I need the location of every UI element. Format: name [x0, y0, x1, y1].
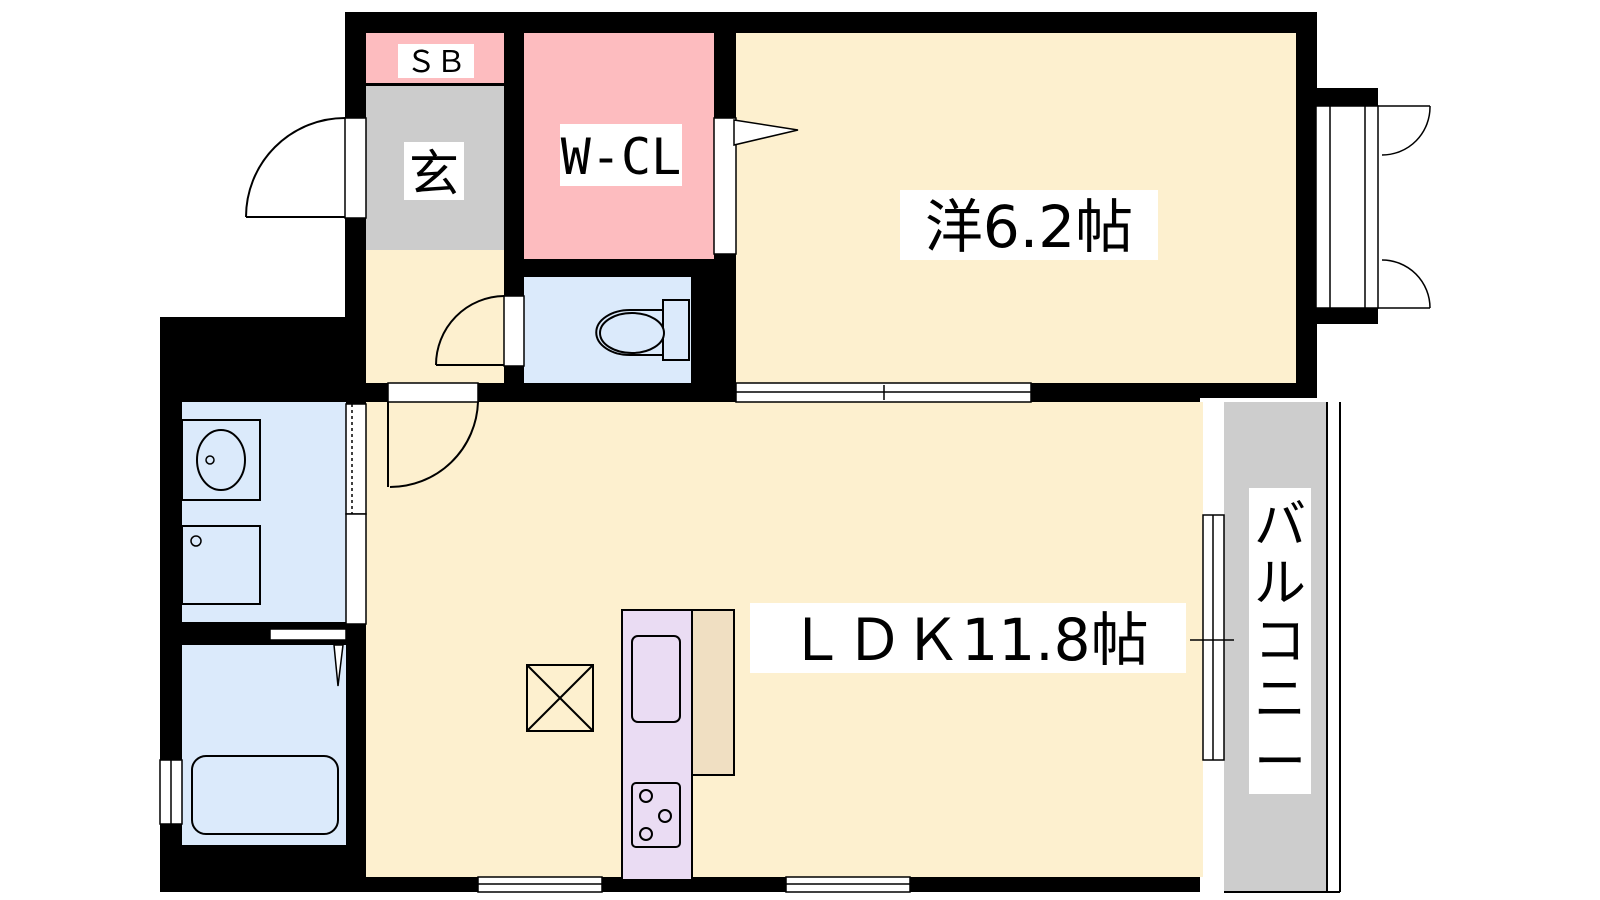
fridge-space: [526, 664, 594, 732]
kitchen-counter: [621, 609, 735, 881]
bathroom: [182, 645, 346, 845]
label-balcony-5: ー: [1254, 733, 1306, 793]
closet-door: [713, 117, 799, 255]
toilet: [595, 299, 690, 361]
label-balcony-1: バ: [1254, 496, 1306, 556]
label-balcony-3: コ: [1254, 612, 1306, 672]
label-genkan: 玄: [409, 145, 459, 203]
washroom: [182, 402, 346, 622]
stove: [631, 782, 681, 848]
label-balcony-2: ル: [1254, 554, 1306, 614]
ldk-door: [387, 382, 479, 488]
label-wcl: W-CL: [561, 128, 681, 186]
labels: ＳＢ 玄 W-CL 洋6.2帖 ＬＤＫ11.8帖 バ ル コ ニ ー: [398, 44, 1311, 794]
washing-machine-space: [181, 525, 261, 605]
label-western: 洋6.2帖: [925, 193, 1133, 261]
hallway: [366, 250, 504, 383]
label-sb: ＳＢ: [406, 45, 466, 80]
label-balcony-4: ニ: [1254, 670, 1306, 730]
front-door: [245, 117, 367, 219]
wash-basin: [181, 419, 261, 501]
washroom-door: [345, 403, 367, 625]
label-ldk: ＬＤＫ11.8帖: [787, 606, 1148, 674]
toilet-door: [435, 295, 525, 367]
bathtub: [191, 755, 339, 835]
sliding-door-western: [735, 382, 1032, 403]
sink: [631, 635, 681, 723]
windows: [159, 88, 1431, 893]
